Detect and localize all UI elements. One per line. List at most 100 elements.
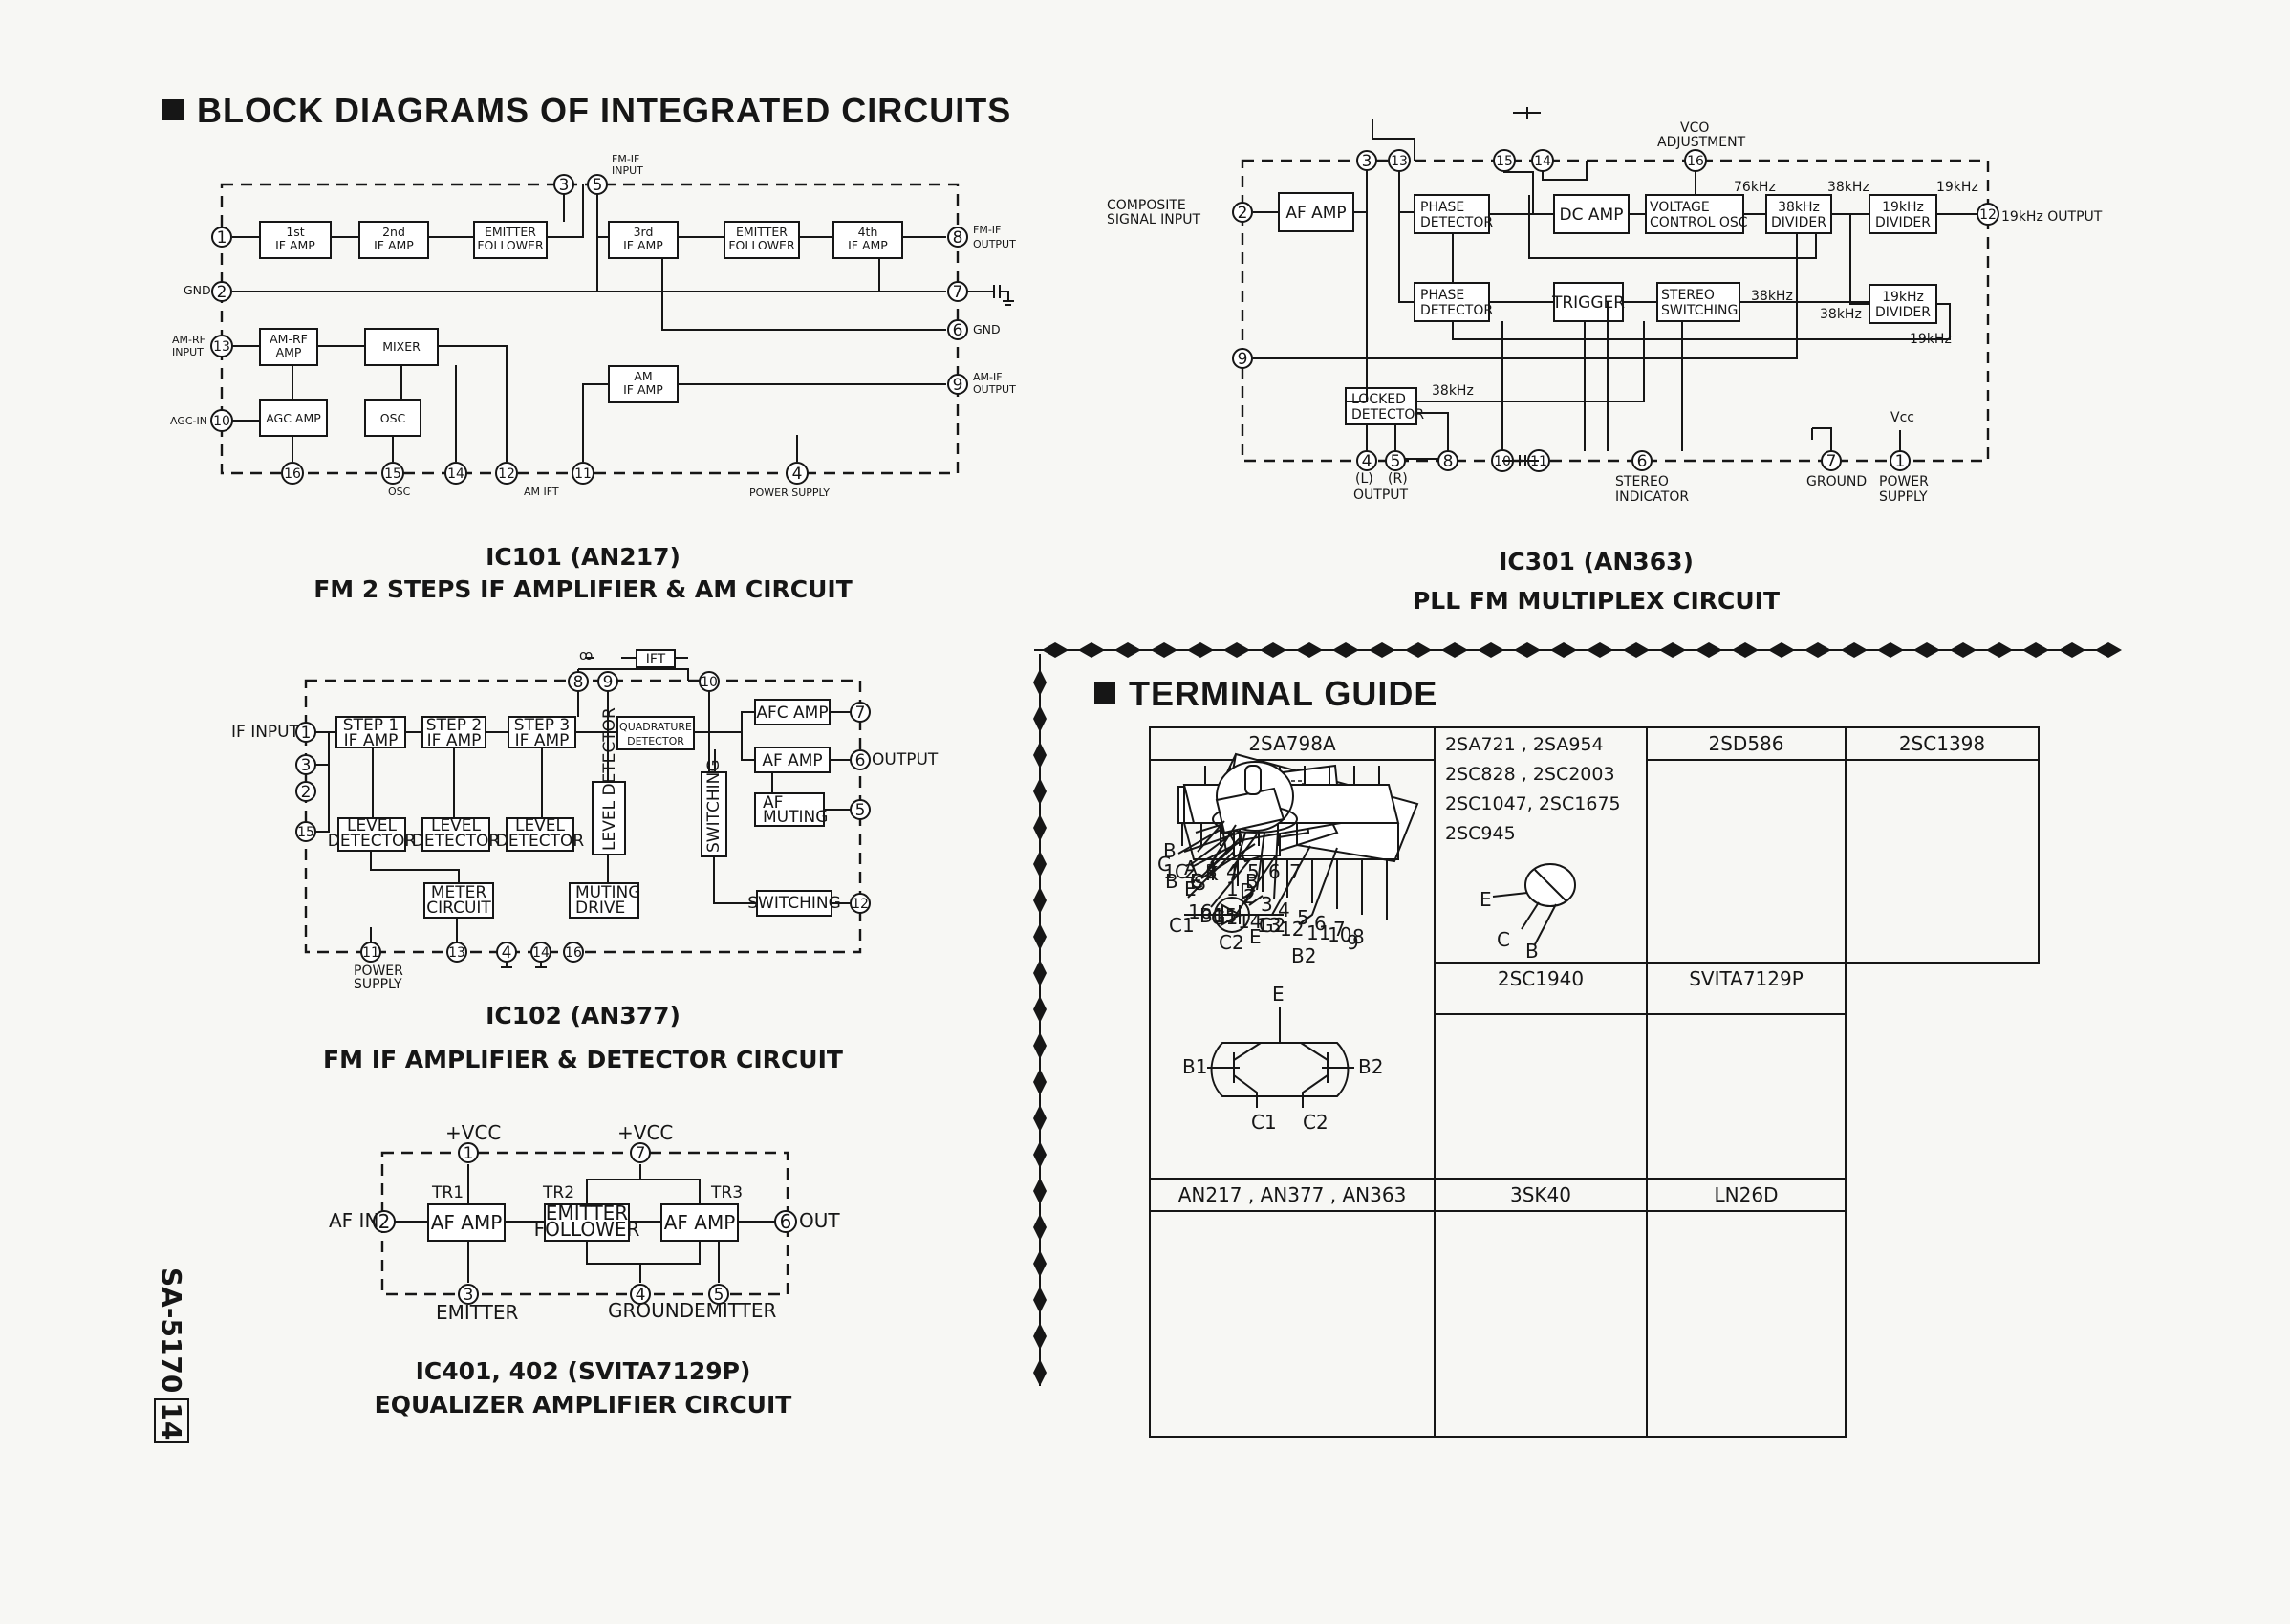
cell-an-header: AN217 , AN377 , AN363 bbox=[1149, 1178, 1436, 1212]
pin-b: B bbox=[1245, 870, 1259, 890]
ic301-block-dc-amp bbox=[1553, 194, 1630, 234]
ic101-label: AM-RF bbox=[172, 334, 205, 346]
ic102-text: MUTING bbox=[763, 808, 828, 827]
chain-bead bbox=[1550, 642, 1577, 658]
an-pin: 9 bbox=[1347, 931, 1359, 951]
ic301-pin: 6 bbox=[1637, 452, 1648, 471]
ic102-text: AF AMP bbox=[762, 751, 822, 770]
ic102-text: METER bbox=[431, 883, 487, 902]
ic301-text: DIVIDER bbox=[1771, 215, 1826, 230]
chain-bead bbox=[1033, 778, 1047, 805]
chain-bead bbox=[1033, 1250, 1047, 1277]
ic101-block-am-if-amp bbox=[608, 365, 679, 403]
ic101-block-osc bbox=[364, 399, 421, 437]
ic102-text: IF AMP bbox=[515, 731, 570, 750]
pin-e: E bbox=[1249, 925, 1262, 948]
pin-e: E bbox=[1480, 888, 1492, 911]
pin-c: C bbox=[1157, 853, 1171, 876]
ic301-label: ADJUSTMENT bbox=[1657, 135, 1746, 150]
ic101-pin: 15 bbox=[384, 466, 401, 482]
svita-pin: 7 bbox=[1289, 860, 1302, 883]
ic301-pin: 8 bbox=[1443, 452, 1454, 471]
ic301-text: PHASE bbox=[1420, 200, 1464, 215]
ic301-text: DETECTOR bbox=[1420, 303, 1493, 318]
ic102-text: AF bbox=[763, 793, 783, 812]
header-svita7129p: SVITA7129P bbox=[1689, 967, 1804, 990]
ic101-block-emitter-follower bbox=[473, 221, 548, 259]
ic301-pin: 1 bbox=[1895, 452, 1906, 471]
ic102-pin: 3 bbox=[301, 756, 312, 775]
ic401-label: +VCC bbox=[445, 1121, 501, 1144]
ic102-text: MUTING bbox=[575, 883, 640, 902]
ic301-label: 19kHz bbox=[1910, 332, 1952, 347]
ic401-pin: 3 bbox=[464, 1286, 474, 1305]
ic102-label: OUTPUT bbox=[872, 750, 939, 769]
an-pin: 1 bbox=[1226, 877, 1239, 900]
cell-svita-drawing: 1 2 3 4 5 6 7 bbox=[1163, 786, 1847, 1180]
ic101-pin: 13 bbox=[213, 339, 230, 355]
chain-bead bbox=[1033, 851, 1047, 877]
ic301-label: POWER bbox=[1879, 474, 1929, 489]
ic301-text: VOLTAGE bbox=[1650, 200, 1710, 215]
ic-leg bbox=[1353, 766, 1363, 915]
pin-e: E bbox=[1190, 870, 1202, 893]
header-an217: AN217 , AN377 , AN363 bbox=[1177, 1183, 1407, 1206]
an-pin: 10 bbox=[1328, 923, 1351, 946]
ic102-pin: 8 bbox=[573, 673, 584, 692]
ic301-diagram: AF AMP PHASE DETECTOR DC AMP VOLTAGE CON… bbox=[1107, 107, 2103, 505]
ic301-label: 19kHz OUTPUT bbox=[2001, 209, 2103, 225]
an-pin: 13 bbox=[1257, 914, 1281, 937]
ic301-pin: 3 bbox=[1362, 152, 1372, 171]
an-pin: 5 bbox=[1297, 906, 1309, 929]
ic301-block-38khz-divider bbox=[1765, 194, 1832, 234]
chain-bead bbox=[1877, 642, 1904, 658]
ic301-label: COMPOSITE bbox=[1107, 198, 1186, 213]
ic101-text: AMP bbox=[276, 345, 302, 359]
ic102-pin: 4 bbox=[502, 943, 512, 963]
ic101-pin: 10 bbox=[213, 414, 230, 429]
ic102-block-level-detector-3 bbox=[506, 817, 574, 852]
pin-b: B bbox=[1525, 940, 1539, 960]
ic102-pin: 16 bbox=[565, 945, 582, 961]
ic102-text: AFC AMP bbox=[756, 704, 828, 723]
terminal-guide-table: 2SA798A 2SA721 , 2SA954 2SC828 , 2SC2003… bbox=[1149, 726, 2040, 1438]
chain-bead bbox=[1732, 642, 1759, 658]
ic102-text: STEP 2 bbox=[426, 716, 482, 735]
ic301-text: 19kHz bbox=[1882, 200, 1924, 215]
chain-bead bbox=[1078, 642, 1105, 658]
ic101-caption-desc: FM 2 STEPS IF AMPLIFIER & AM CIRCUIT bbox=[313, 575, 853, 603]
chain-bead bbox=[1033, 742, 1047, 769]
ic301-block-locked-detector bbox=[1345, 387, 1417, 425]
ic101-text: IF AMP bbox=[848, 238, 888, 252]
ic101-label: AM-IF bbox=[973, 371, 1003, 383]
chain-bead bbox=[1587, 642, 1613, 658]
chain-bead bbox=[1033, 960, 1047, 986]
chain-bead bbox=[1659, 642, 1686, 658]
bullet-square-icon bbox=[1094, 682, 1115, 704]
side-model-label: SA-517014 bbox=[154, 1267, 189, 1444]
ic-leg bbox=[1378, 766, 1388, 920]
ic301-text: DIVIDER bbox=[1875, 215, 1931, 230]
ic301-text: SWITCHING bbox=[1661, 303, 1738, 318]
header-ln26d: LN26D bbox=[1714, 1183, 1779, 1206]
ic102-text: STEP 1 bbox=[343, 716, 399, 735]
ic102-pin: 5 bbox=[855, 801, 866, 820]
ic101-pin: 2 bbox=[217, 283, 227, 302]
ic101-text: EMITTER bbox=[736, 225, 788, 239]
ic101-block-agc-amp bbox=[259, 399, 328, 437]
chain-bead bbox=[1441, 642, 1468, 658]
coil-symbol: ꝏ bbox=[579, 648, 593, 663]
terminal-guide-heading: TERMINAL GUIDE bbox=[1094, 674, 1437, 714]
cell-3sk40-drawing: S D G1 G2 bbox=[1194, 761, 1648, 1438]
chain-bead bbox=[1223, 642, 1250, 658]
ic301-pin: 9 bbox=[1238, 350, 1248, 369]
pin-d: D bbox=[1240, 879, 1254, 902]
page-number: 14 bbox=[154, 1398, 189, 1444]
chain-bead bbox=[1841, 642, 1868, 658]
ic101-pin: 4 bbox=[792, 465, 803, 484]
ic101-text: 4th bbox=[858, 225, 878, 239]
ic101-label: OUTPUT bbox=[973, 383, 1016, 396]
an-pin: 3 bbox=[1261, 893, 1273, 916]
ic102-caption-desc: FM IF AMPLIFIER & DETECTOR CIRCUIT bbox=[323, 1046, 843, 1073]
ic401-pin: 7 bbox=[636, 1144, 646, 1163]
